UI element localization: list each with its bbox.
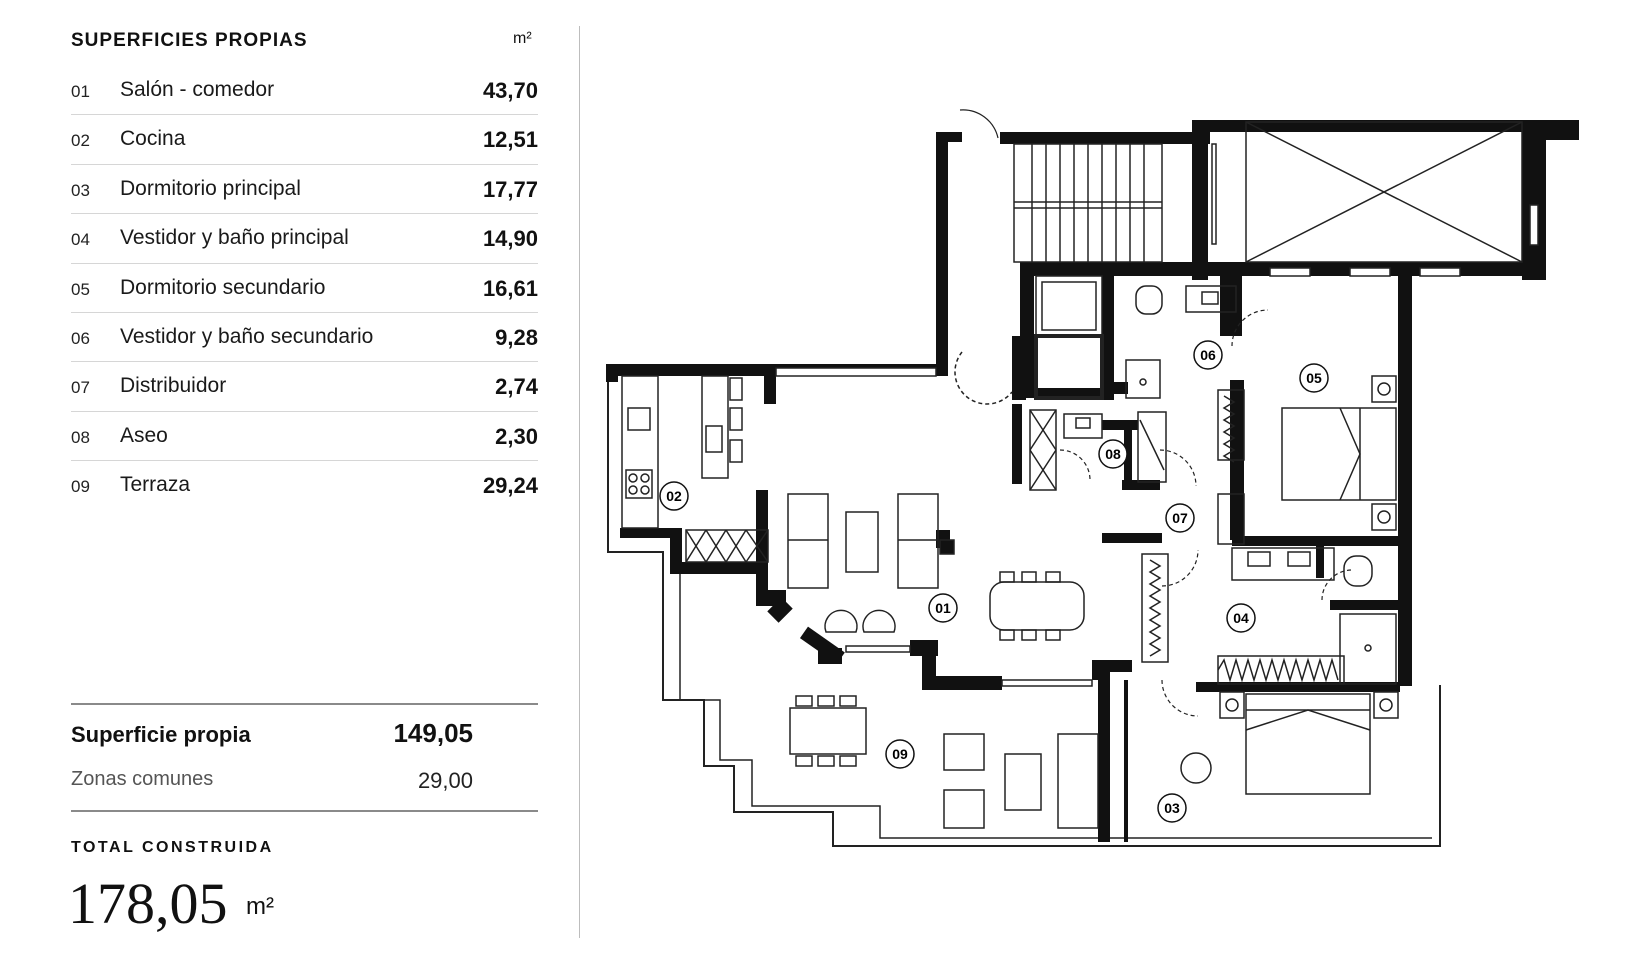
interior-walls	[1012, 262, 1400, 692]
room-labels: 01 02 03 04 05 06 07 08 09	[659, 340, 1329, 823]
svg-text:08: 08	[1105, 446, 1121, 462]
total-unit: m²	[246, 893, 274, 920]
rooms-list: 01 Salón - comedor 43,70 02 Cocina 12,51…	[71, 66, 538, 510]
room-label-02: 02	[659, 481, 689, 511]
room-number: 02	[71, 131, 90, 151]
total-label: TOTAL CONSTRUIDA	[71, 839, 274, 856]
terrace-furniture	[789, 695, 1099, 829]
terrace-outline	[607, 368, 1441, 847]
room-label-07: 07	[1165, 503, 1195, 533]
room-label-01: 01	[928, 593, 958, 623]
room-number: 07	[71, 378, 90, 398]
elevator-void	[1245, 121, 1523, 263]
room-label-08: 08	[1098, 439, 1128, 469]
door-swings	[959, 109, 1353, 717]
room-name: Aseo	[120, 423, 168, 447]
svg-text:03: 03	[1164, 800, 1180, 816]
bathroom-fixtures	[1029, 285, 1397, 685]
panel-divider	[579, 26, 580, 938]
room-label-03: 03	[1157, 793, 1187, 823]
room-label-09: 09	[885, 739, 915, 769]
room-number: 08	[71, 427, 90, 447]
room-name: Salón - comedor	[120, 78, 275, 101]
room-number: 01	[71, 82, 90, 101]
common-area-value: 29,00	[417, 768, 473, 793]
svg-text:09: 09	[892, 746, 908, 762]
room-area: 12,51	[482, 127, 538, 153]
room-label-06: 06	[1193, 340, 1223, 370]
room-row: 01 Salón - comedor 43,70	[71, 66, 538, 116]
room-number: 06	[71, 328, 90, 348]
kitchen-furniture	[621, 375, 769, 563]
room-row: 02 Cocina 12,51	[71, 115, 538, 165]
elevator-cabin	[1034, 275, 1104, 400]
svg-text:04: 04	[1233, 610, 1249, 626]
room-name: Terraza	[120, 473, 191, 497]
svg-text:06: 06	[1200, 347, 1216, 363]
room-area: 43,70	[482, 78, 538, 103]
room-number: 04	[71, 230, 90, 250]
room-name: Vestidor y baño principal	[120, 226, 349, 250]
room-row: 03 Dormitorio principal 17,77	[71, 165, 538, 215]
room-name: Distribuidor	[120, 374, 227, 398]
room-row: 04 Vestidor y baño principal 14,90	[71, 214, 538, 264]
room-area: 16,61	[482, 275, 538, 301]
windows	[775, 204, 1539, 687]
room-name: Dormitorio principal	[120, 176, 301, 200]
room-area: 2,30	[495, 423, 538, 449]
floor-plan: 01 02 03 04 05 06 07 08 09	[600, 100, 1600, 860]
room-name: Vestidor y baño secundario	[120, 324, 374, 348]
svg-text:05: 05	[1306, 370, 1322, 386]
svg-text:02: 02	[666, 488, 682, 504]
exterior-walls	[606, 120, 1579, 842]
room-area: 2,74	[495, 374, 538, 400]
room-row: 05 Dormitorio secundario 16,61	[71, 264, 538, 313]
svg-text:01: 01	[935, 600, 951, 616]
areas-panel: SUPERFICIES PROPIAS m² 01 Salón - comedo…	[0, 0, 580, 956]
stairs	[1013, 143, 1217, 263]
room-number: 03	[71, 180, 90, 200]
summary-divider-top	[71, 703, 538, 705]
common-area-label: Zonas comunes	[71, 768, 214, 790]
room-number: 09	[71, 477, 90, 497]
table-title: SUPERFICIES PROPIAS	[71, 30, 308, 51]
room-row: 07 Distribuidor 2,74	[71, 362, 538, 412]
room-area: 17,77	[482, 176, 538, 202]
room-area: 9,28	[495, 324, 538, 350]
total-value: 178,05	[68, 871, 228, 936]
living-furniture	[787, 351, 1085, 641]
room-label-05: 05	[1299, 363, 1329, 393]
terrace-inner-outline	[679, 570, 1432, 839]
floor-plan-drawing: 01 02 03 04 05 06 07 08 09	[606, 109, 1579, 847]
own-area-value: 149,05	[393, 718, 473, 748]
room-name: Dormitorio secundario	[120, 275, 326, 299]
room-area: 29,24	[482, 473, 538, 499]
room-name: Cocina	[120, 127, 186, 151]
summary-divider-bottom	[71, 810, 538, 812]
own-area-label: Superficie propia	[71, 722, 251, 747]
room-row: 09 Terraza 29,24	[71, 461, 538, 509]
room-area: 14,90	[482, 226, 538, 252]
table-unit: m²	[513, 30, 532, 47]
bedroom-furniture	[1180, 375, 1399, 795]
room-row: 08 Aseo 2,30	[71, 412, 538, 462]
room-row: 06 Vestidor y baño secundario 9,28	[71, 313, 538, 363]
room-number: 05	[71, 279, 90, 299]
svg-text:07: 07	[1172, 510, 1188, 526]
room-label-04: 04	[1226, 603, 1256, 633]
